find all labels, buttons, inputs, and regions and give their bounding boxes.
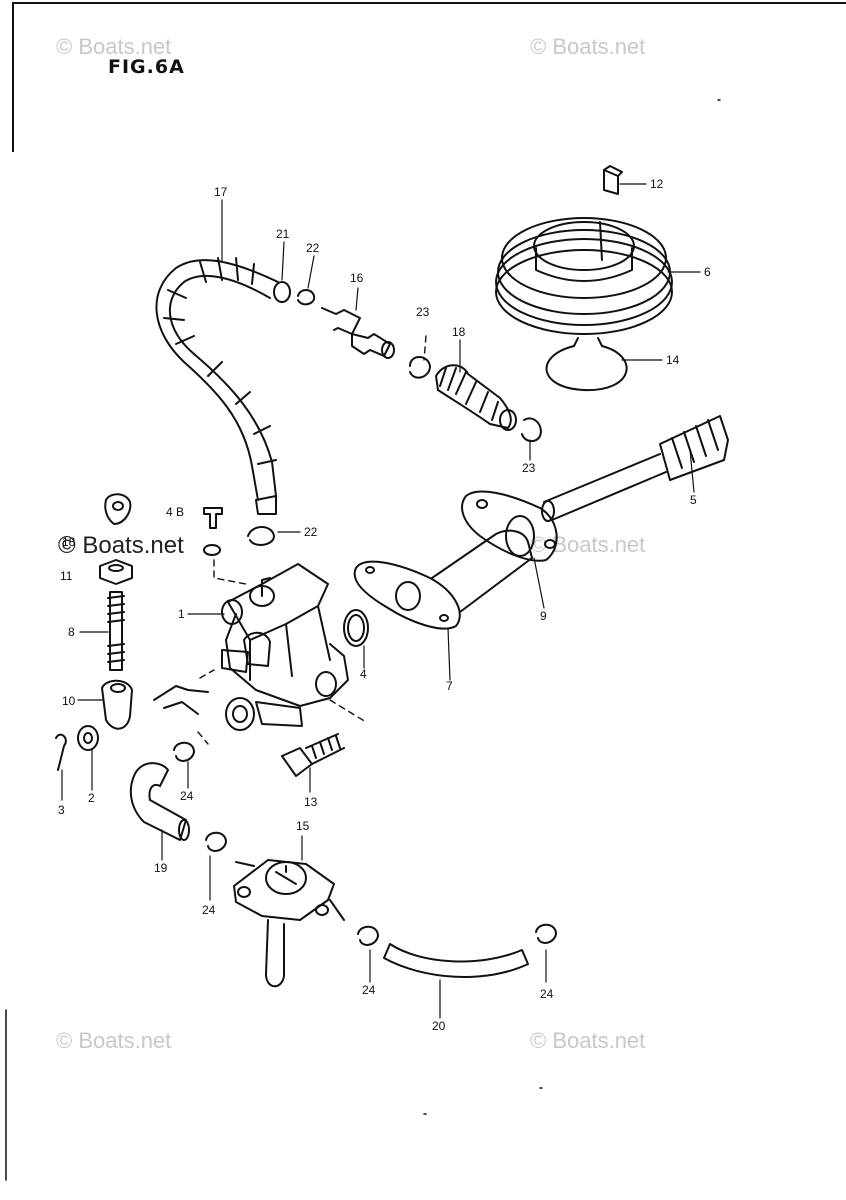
part-oil-pump-1 [153,563,349,731]
part-joint-10 [101,679,133,730]
callout-label: 15 [296,819,310,833]
callout-label: 24 [540,987,554,1001]
part-bolt-4b [203,507,223,556]
part-clip-22-upper [297,289,316,306]
callout-label: 14 [666,353,680,367]
part-clip-12 [603,165,623,195]
frame-top-border [14,2,846,4]
part-joint-18-left [104,493,132,525]
callout-label: 7 [446,679,453,693]
callout-label: 4 [360,667,367,681]
part-clip-23-upper [409,356,431,379]
callout-label: 12 [650,177,664,191]
part-washer-2 [77,725,99,751]
part-hose-17 [155,257,291,515]
callout-leader-lines [61,183,701,1019]
watermark: © Boats.net [530,532,646,557]
callout-label: 19 [154,861,168,875]
watermark: © Boats.net [530,34,646,59]
part-coil-hose-18 [435,364,517,431]
part-connector-16 [321,307,395,359]
callout-label: 6 [704,265,711,279]
part-valve-15 [233,859,345,988]
callout-label: 24 [362,983,376,997]
part-clip-23-lower [521,417,542,442]
part-nut-11 [99,559,133,585]
figure-title: FIG.6A [108,56,185,78]
part-circlip-14 [545,337,628,392]
callout-label: 13 [304,795,318,809]
part-o-ring-4 [343,609,369,647]
callout-label: 1 [178,607,185,621]
part-bolt-13 [281,733,345,777]
part-driven-gear-5 [541,415,729,522]
callout-label: 20 [432,1019,446,1033]
callout-label: 23 [416,305,430,319]
part-pulley-6 [495,217,673,335]
watermark: © Boats.net [56,34,172,59]
watermark: © Boats.net [58,532,184,559]
scan-specks [5,99,721,1181]
part-gasket-9 [461,490,558,562]
callout-label: 22 [304,525,318,539]
callout-label: 3 [58,803,65,817]
part-clip-24 [173,741,557,946]
callout-label: 5 [690,493,697,507]
callout-label: 9 [540,609,547,623]
part-housing-7 [353,515,535,630]
part-stud-8 [107,591,125,671]
callout-label: 24 [202,903,216,917]
callout-label: 22 [306,241,320,255]
callout-label: 11 [60,569,73,583]
part-hose-20 [383,943,529,978]
callout-label: 18 [62,535,76,549]
callout-label: 4 B [166,505,185,519]
callout-label: 8 [68,625,75,639]
callout-label: 16 [350,271,364,285]
callout-label: 21 [276,227,290,241]
part-pin-3 [55,733,67,771]
callout-label: 10 [62,694,76,708]
watermark: © Boats.net [56,1028,172,1053]
frame-left-border [12,2,14,152]
watermark: © Boats.net [530,1028,646,1053]
callout-label: 24 [180,789,194,803]
callout-label: 17 [214,185,228,199]
part-clip-22-lower [247,526,275,546]
callout-label: 23 [522,461,536,475]
leader-dashed-lines [197,335,427,745]
part-hose-19 [129,762,190,841]
callout-label: 2 [88,791,95,805]
callout-label: 18 [452,325,466,339]
